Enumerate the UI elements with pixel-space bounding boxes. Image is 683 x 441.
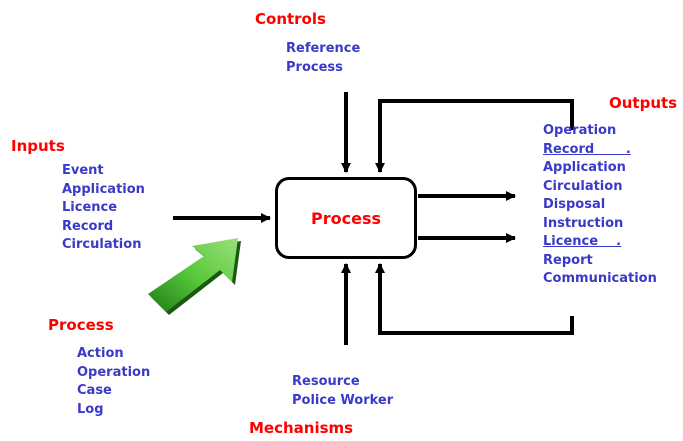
- green-arrow-icon: [148, 238, 241, 315]
- list-item: Licence: [62, 200, 118, 215]
- list-item: Record .: [543, 141, 631, 157]
- list-item: Process: [286, 59, 343, 75]
- list-item: Reference: [286, 41, 361, 56]
- list-item: Application: [543, 160, 626, 175]
- outputs-list: Operation Record . Application Circulati…: [543, 122, 657, 289]
- list-item: Log: [77, 401, 104, 417]
- outputs-heading: Outputs: [609, 94, 678, 112]
- list-item: Operation: [543, 123, 617, 138]
- process-list: Action Operation Case Log: [77, 345, 150, 419]
- list-item: Case: [77, 383, 112, 398]
- feedback-top-line: [375, 99, 574, 173]
- mechanisms-list: Resource Police Worker: [292, 373, 393, 410]
- list-item: Report: [543, 252, 593, 268]
- list-item: Application: [62, 181, 145, 197]
- list-item: Record: [62, 218, 114, 234]
- list-item: Disposal: [543, 197, 606, 212]
- process-box: Process: [275, 177, 417, 259]
- controls-list: Reference Process: [286, 40, 360, 77]
- inputs-list: Event Application Licence Record Circula…: [62, 162, 145, 255]
- list-item: Circulation: [543, 178, 623, 194]
- list-item: Operation: [77, 364, 151, 380]
- list-item: Event: [62, 163, 104, 178]
- list-item: Circulation: [62, 237, 142, 252]
- list-item: Communication: [543, 271, 657, 286]
- list-item: Action: [77, 346, 124, 361]
- process-heading: Process: [48, 316, 114, 334]
- list-item: Licence .: [543, 234, 622, 249]
- mechanisms-heading: Mechanisms: [249, 419, 354, 437]
- inputs-heading: Inputs: [11, 137, 65, 155]
- list-item: Police Worker: [292, 392, 394, 408]
- feedback-bottom-line: [375, 263, 574, 335]
- controls-heading: Controls: [255, 10, 326, 28]
- list-item: Instruction: [543, 215, 624, 231]
- list-item: Resource: [292, 374, 360, 389]
- process-box-label: Process: [311, 208, 381, 228]
